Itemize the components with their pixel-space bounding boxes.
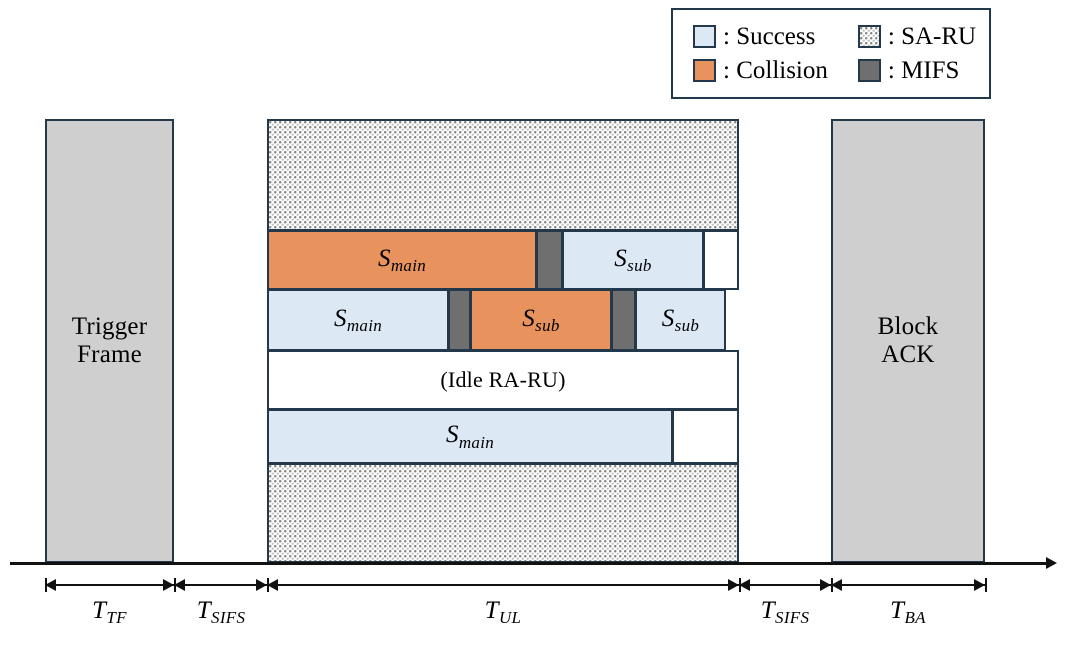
legend-item-sa-ru: : SA-RU bbox=[857, 22, 977, 51]
block-ack-label-line2: ACK bbox=[881, 341, 935, 368]
timeline-arrowhead-icon bbox=[1046, 557, 1057, 569]
trigger-frame-label-line2: Frame bbox=[77, 341, 142, 368]
legend-box: : Success : SA-RU : Collision : MIFS bbox=[671, 8, 991, 99]
timeline-label-t-tf: TTF bbox=[92, 597, 127, 628]
ra-ru-1-collision-main: Smain bbox=[267, 230, 537, 290]
legend-label-sa-ru: : SA-RU bbox=[887, 22, 977, 50]
sa-ru-top-block bbox=[267, 119, 739, 231]
measure-line-t-ba bbox=[831, 584, 985, 586]
timeline-label-t-sifs-1: TSIFS bbox=[196, 597, 246, 628]
measure-line-t-tf bbox=[45, 584, 174, 586]
label-s-sub: Ssub bbox=[614, 244, 652, 276]
arrowhead-right-icon bbox=[256, 579, 267, 591]
timeline-baseline bbox=[10, 562, 1050, 565]
measure-line-t-sifs-1 bbox=[174, 584, 267, 586]
trigger-frame-block: Trigger Frame bbox=[45, 119, 174, 563]
ra-ru-2-mifs-2 bbox=[611, 289, 636, 351]
arrowhead-right-icon bbox=[163, 579, 174, 591]
ra-ru-3-idle-block: (Idle RA-RU) bbox=[267, 350, 739, 410]
trigger-frame-label: Trigger Frame bbox=[72, 313, 148, 369]
swatch-sa-ru-icon bbox=[857, 25, 881, 48]
measure-line-t-ul bbox=[267, 584, 739, 586]
label-s-main: Smain bbox=[445, 421, 495, 452]
block-ack-block: Block ACK bbox=[831, 119, 985, 563]
timeline-label-t-sifs-2: TSIFS bbox=[760, 597, 810, 628]
arrowhead-left-icon bbox=[174, 579, 185, 591]
arrowhead-right-icon bbox=[974, 579, 985, 591]
legend-label-success: : Success bbox=[723, 22, 816, 50]
legend-item-success: : Success bbox=[693, 23, 828, 51]
measure-tick bbox=[985, 578, 987, 592]
ra-ru-2-success-main: Smain bbox=[267, 289, 449, 351]
sa-ru-bottom-block bbox=[267, 463, 739, 563]
arrowhead-left-icon bbox=[45, 579, 56, 591]
arrowhead-left-icon bbox=[267, 579, 278, 591]
label-s-main: Smain bbox=[377, 244, 427, 276]
ra-ru-4-idle-tail bbox=[672, 409, 739, 464]
swatch-mifs-icon bbox=[857, 59, 881, 82]
swatch-success-icon bbox=[693, 25, 716, 48]
ra-ru-2-success-sub: Ssub bbox=[635, 289, 726, 351]
legend-item-collision: : Collision bbox=[693, 57, 828, 85]
idle-ra-ru-label: (Idle RA-RU) bbox=[440, 366, 566, 392]
label-s-sub: Ssub bbox=[661, 304, 700, 336]
legend-label-collision: : Collision bbox=[723, 56, 828, 84]
label-s-main: Smain bbox=[333, 304, 383, 336]
ra-ru-1-idle-tail bbox=[703, 230, 739, 290]
arrowhead-left-icon bbox=[739, 579, 750, 591]
swatch-collision-icon bbox=[693, 59, 716, 82]
label-s-sub: Ssub bbox=[522, 304, 560, 336]
ra-ru-2-mifs-1 bbox=[448, 289, 471, 351]
arrowhead-right-icon bbox=[728, 579, 739, 591]
ra-ru-1-mifs-1 bbox=[536, 230, 563, 290]
legend-label-mifs: : MIFS bbox=[887, 56, 960, 84]
timeline-label-t-ba: TBA bbox=[890, 597, 926, 628]
ra-ru-4-success-main: Smain bbox=[267, 409, 673, 464]
legend-item-mifs: : MIFS bbox=[857, 56, 976, 85]
block-ack-label-line1: Block bbox=[877, 313, 939, 340]
arrowhead-left-icon bbox=[831, 579, 842, 591]
trigger-frame-label-line1: Trigger bbox=[71, 313, 148, 340]
measure-line-t-sifs-2 bbox=[739, 584, 831, 586]
ra-ru-1-success-sub: Ssub bbox=[562, 230, 704, 290]
arrowhead-right-icon bbox=[820, 579, 831, 591]
ra-ru-2-collision-sub: Ssub bbox=[470, 289, 612, 351]
timeline-label-t-ul: TUL bbox=[484, 597, 522, 628]
block-ack-label: Block ACK bbox=[878, 313, 939, 369]
